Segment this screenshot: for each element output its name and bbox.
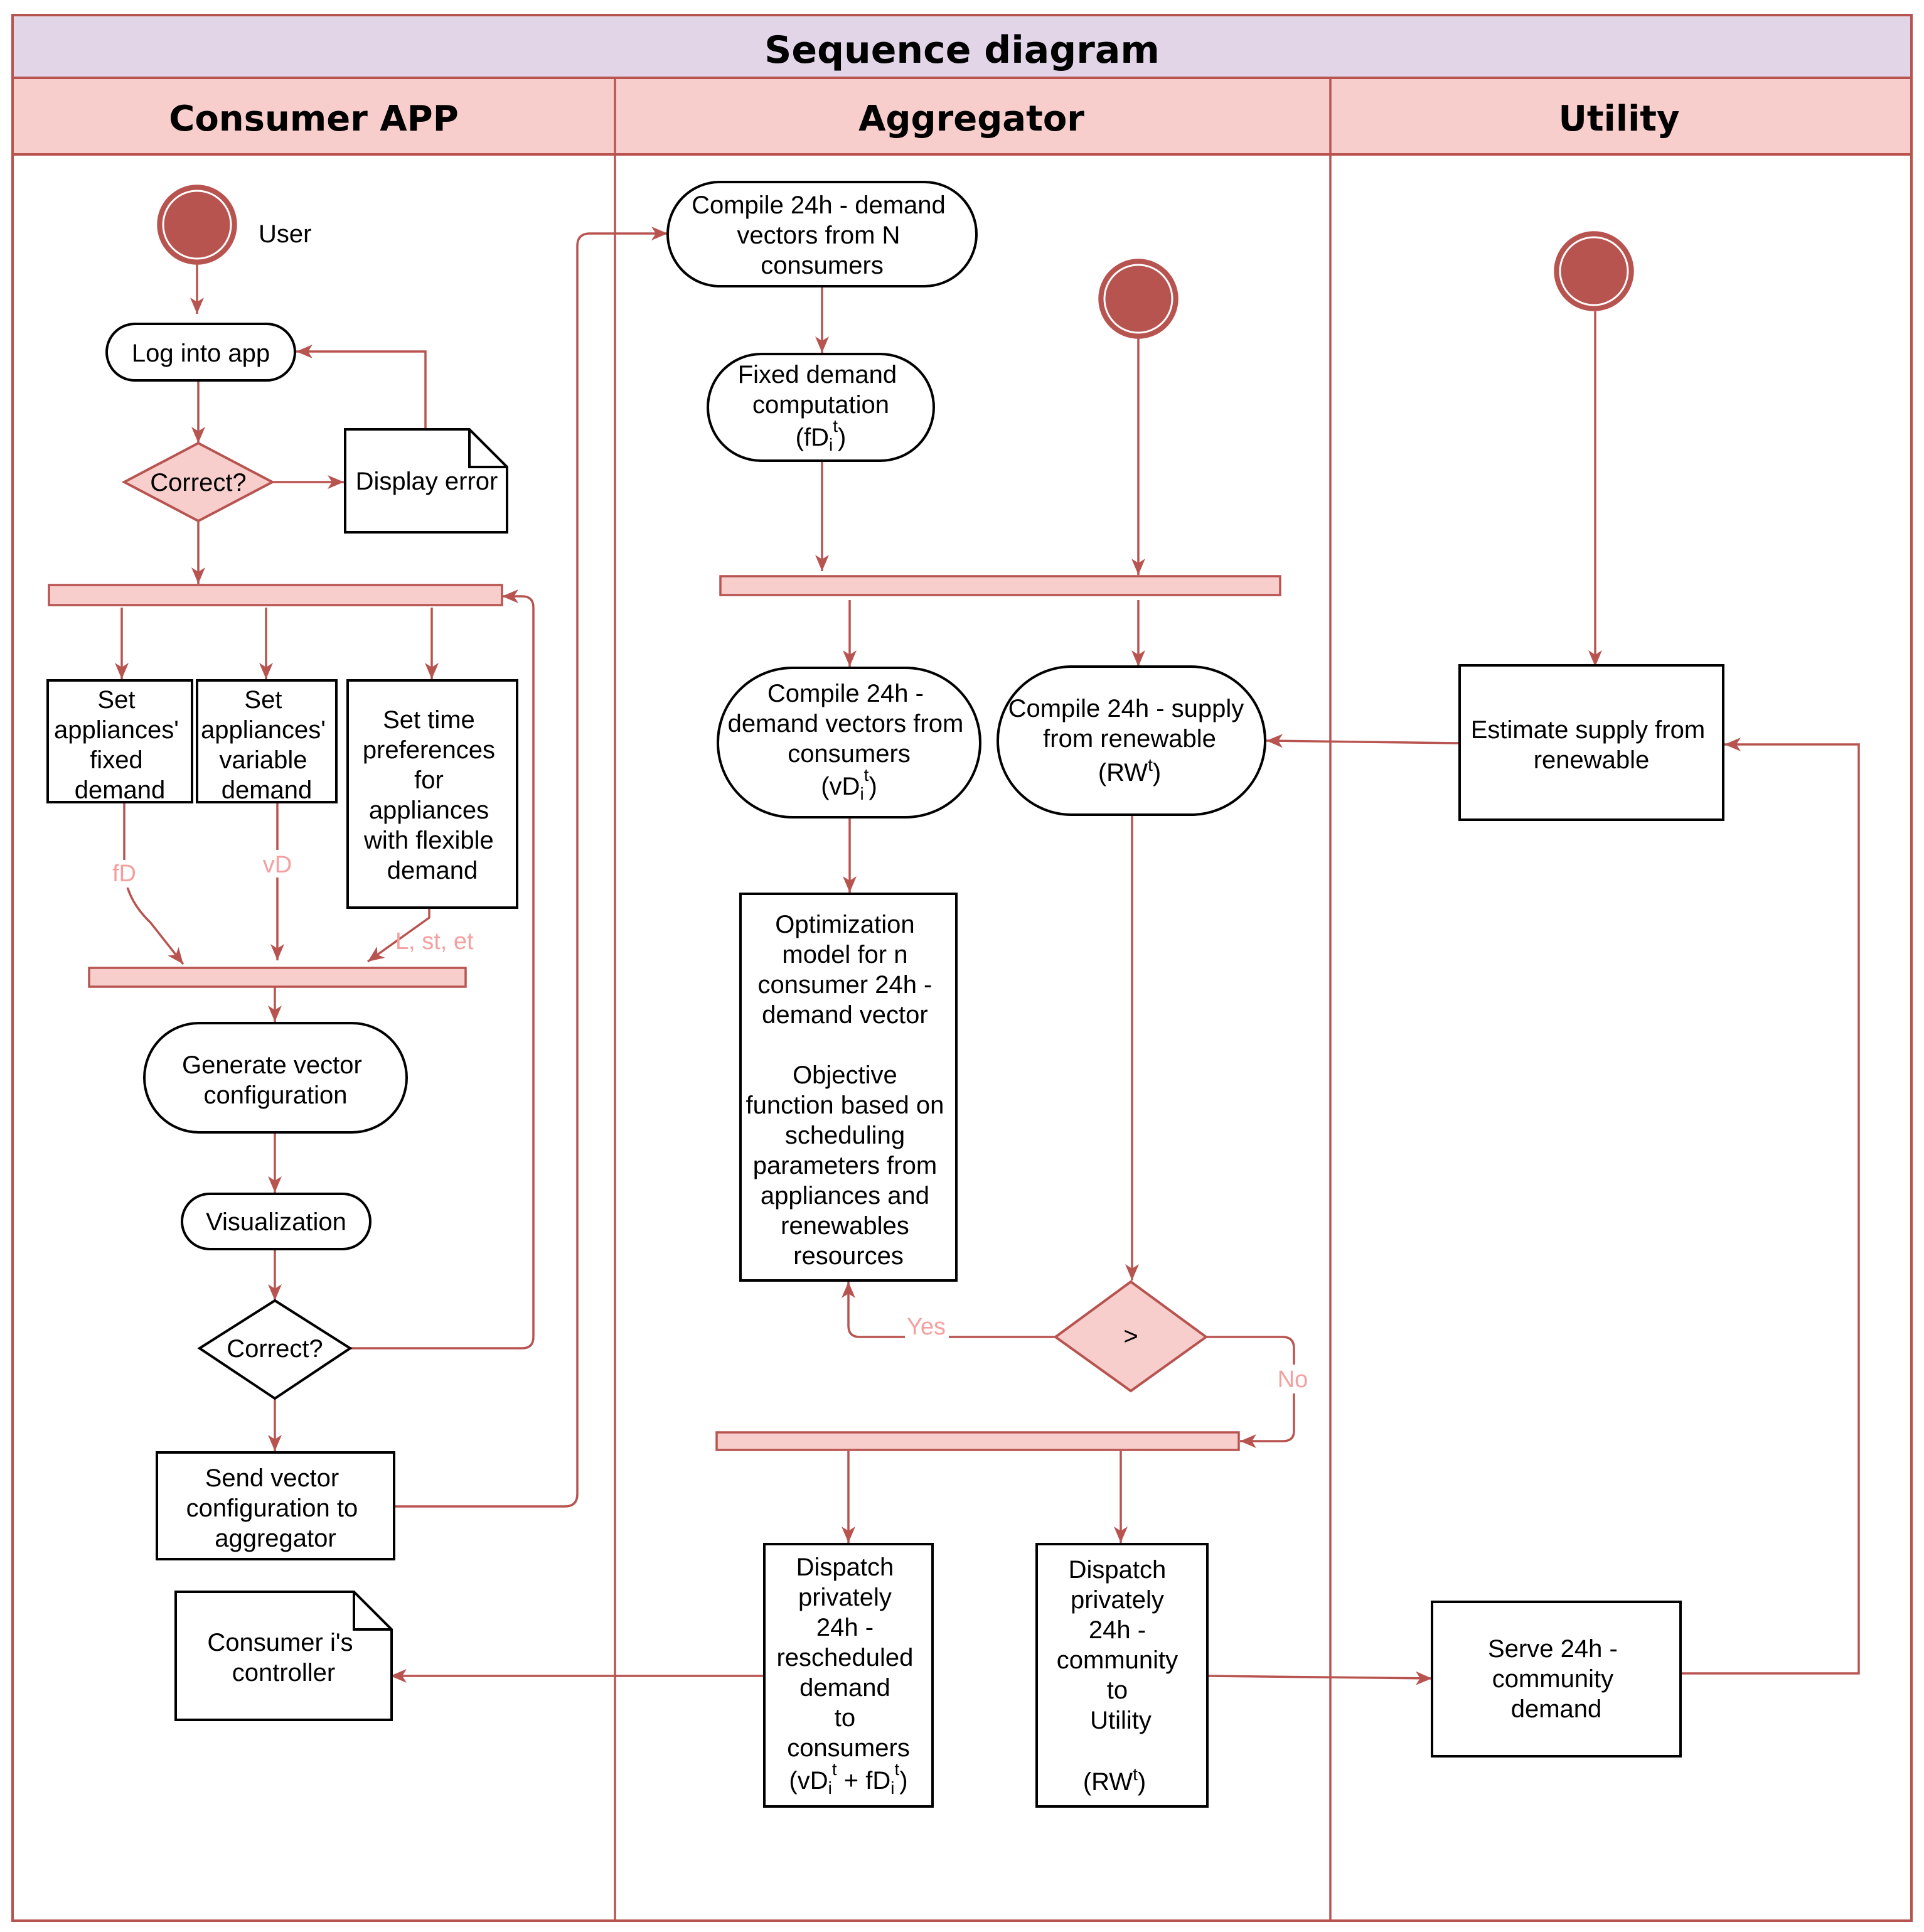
display-error-note: Display error [344, 428, 508, 534]
fixed-demand-computation-node: Fixed demand computation (fDit) [707, 353, 935, 462]
compile-variable-demand-node: Compile 24h - demand vectors from consum… [717, 667, 981, 818]
display-error-text: Display error [356, 468, 498, 495]
aggregator-start-node [1098, 259, 1178, 339]
dispatch-rescheduled-formula: (vDit + fDit) [789, 1759, 907, 1798]
optimization-model-text: Optimization model for n consumer 24h - … [746, 911, 951, 1270]
estimate-supply-node: Estimate supply from renewable [1458, 664, 1724, 821]
correct-decision-2: Correct? [197, 1299, 353, 1400]
lane-headers: Consumer APP Aggregator Utility [11, 77, 1913, 156]
join-bar-consumer [88, 967, 467, 988]
set-variable-demand-node: Set appliances' variable demand [196, 679, 338, 804]
set-fixed-demand-node: Set appliances' fixed demand [46, 679, 193, 804]
compile-n-consumers-text: Compile 24h - demand vectors from N cons… [692, 191, 953, 279]
edge-labels: fD vD L, st, et Yes No [107, 850, 1313, 1393]
compare-decision: > [1053, 1280, 1209, 1393]
edge-label-l-st-et: L, st, et [395, 928, 474, 955]
lane-header-utility: Utility [1558, 99, 1679, 139]
send-vector-text: Send vector configuration to aggregator [186, 1464, 365, 1552]
compare-decision-text: > [1123, 1323, 1138, 1350]
dispatch-community-node: Dispatch privately 24h - community to Ut… [1035, 1543, 1209, 1808]
compile-variable-demand-text: Compile 24h - demand vectors from consum… [728, 680, 971, 768]
user-label: User [259, 220, 311, 248]
visualization-node: Visualization [181, 1193, 371, 1250]
correct-decision-1-text: Correct? [150, 469, 246, 496]
fork-bar-consumer [48, 584, 503, 606]
compile-variable-demand-formula: (vDit) [821, 765, 877, 803]
generate-vector-node: Generate vector configuration [143, 1022, 408, 1134]
correct-decision-2-text: Correct? [227, 1335, 323, 1363]
serve-demand-text: Serve 24h - community demand [1488, 1635, 1625, 1723]
fixed-demand-computation-formula: (fDit) [796, 416, 847, 454]
generate-vector-text: Generate vector configuration [182, 1051, 369, 1109]
dispatch-community-formula: (RWt) [1083, 1764, 1146, 1796]
lane-header-aggregator: Aggregator [858, 99, 1084, 139]
compile-supply-node: Compile 24h - supply from renewable (RWt… [997, 665, 1266, 816]
edges [115, 227, 1860, 1685]
diagram-title: Sequence diagram [764, 28, 1160, 72]
diagram-header: Sequence diagram [11, 14, 1913, 79]
fork-bar-aggregator [719, 575, 1281, 596]
login-text: Log into app [132, 340, 270, 367]
dispatch-rescheduled-node: Dispatch privately 24h - rescheduled dem… [763, 1543, 934, 1808]
compile-n-consumers-node: Compile 24h - demand vectors from N cons… [666, 181, 978, 287]
set-variable-demand-text: Set appliances' variable demand [201, 686, 333, 804]
visualization-text: Visualization [206, 1208, 346, 1236]
user-start-node [157, 185, 237, 265]
set-time-preferences-node: Set time preferences for appliances with… [346, 679, 518, 909]
lane-header-consumer: Consumer APP [169, 99, 459, 139]
estimate-supply-text: Estimate supply from renewable [1471, 716, 1713, 774]
compile-supply-text: Compile 24h - supply from renewable [1008, 695, 1251, 753]
fixed-demand-computation-text: Fixed demand computation [738, 361, 904, 419]
dispatch-rescheduled-text: Dispatch privately 24h - rescheduled dem… [776, 1554, 920, 1762]
join-bar-aggregator [715, 1431, 1240, 1451]
utility-start-node [1554, 231, 1634, 311]
consumer-controller-text: Consumer i's controller [207, 1629, 360, 1687]
compile-supply-formula: (RWt) [1098, 755, 1161, 786]
login-node: Log into app [105, 323, 296, 382]
set-time-preferences-text: Set time preferences for appliances with… [363, 706, 502, 884]
serve-demand-node: Serve 24h - community demand [1431, 1601, 1682, 1758]
edge-label-no: No [1278, 1366, 1308, 1393]
edge-label-vd: vD [263, 852, 292, 878]
correct-decision-1: Correct? [121, 441, 275, 523]
optimization-model-node: Optimization model for n consumer 24h - … [739, 893, 958, 1282]
edge-label-yes: Yes [907, 1314, 946, 1340]
edge-label-fd: fD [112, 861, 136, 887]
dispatch-community-text: Dispatch privately 24h - community to Ut… [1057, 1556, 1185, 1734]
lane-borders [11, 14, 1913, 1922]
send-vector-node: Send vector configuration to aggregator [156, 1451, 395, 1560]
consumer-controller-note: Consumer i's controller [174, 1591, 393, 1721]
set-fixed-demand-text: Set appliances' fixed demand [54, 686, 186, 804]
